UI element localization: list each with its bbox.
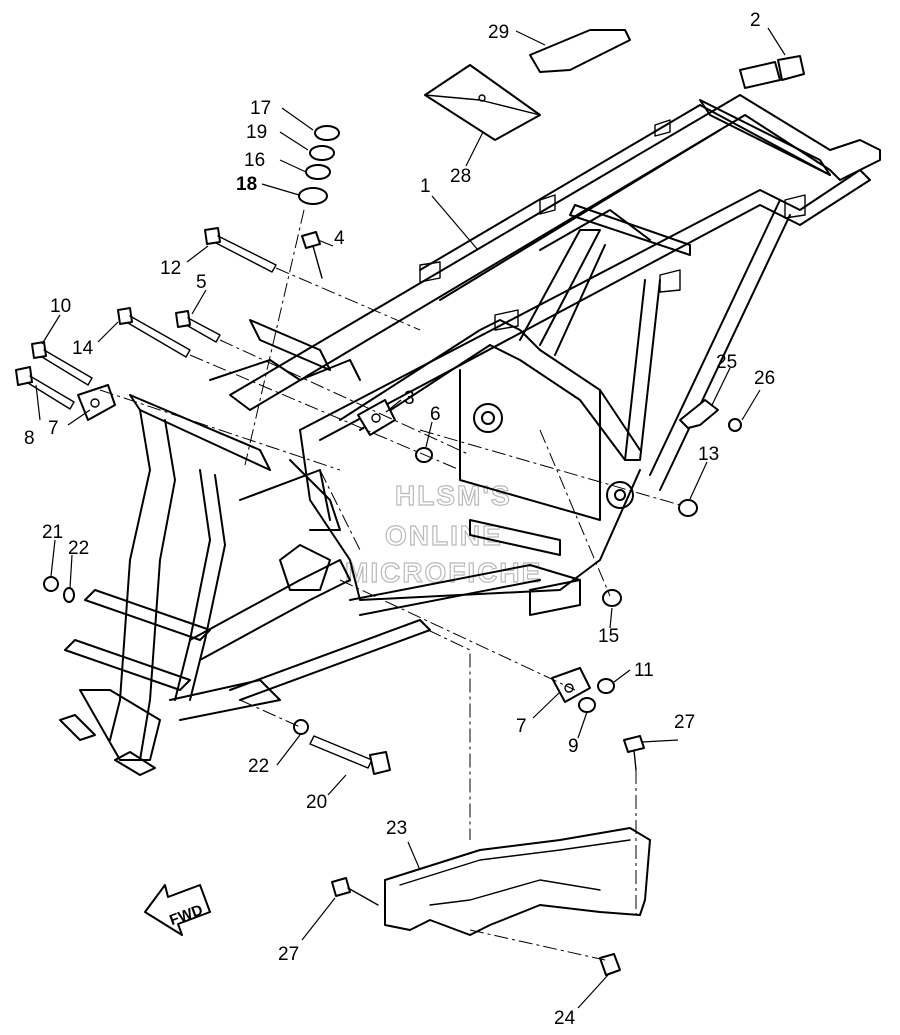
leader-lines (35, 27, 786, 1009)
part-3-plate (357, 399, 396, 436)
part-27-bolt-right (623, 735, 645, 753)
hardware-parts (15, 29, 805, 976)
part-8-bolt (15, 366, 33, 386)
callout-17: 17 (250, 98, 271, 119)
callout-7-right: 7 (516, 716, 527, 737)
callout-21: 21 (42, 522, 63, 543)
callout-20: 20 (306, 792, 327, 813)
part-9-nut (578, 697, 596, 713)
watermark-line-2: ONLINE (385, 520, 503, 551)
callout-22-lower: 22 (248, 756, 269, 777)
callout-29: 29 (488, 22, 509, 43)
callout-2: 2 (750, 10, 761, 31)
callout-4: 4 (334, 228, 345, 249)
part-26-bolt (728, 418, 742, 432)
callout-8: 8 (24, 428, 35, 449)
part-17-bushing (314, 125, 340, 141)
part-15-nut (602, 589, 622, 607)
part-16-bushing (305, 164, 331, 180)
callout-23: 23 (386, 818, 407, 839)
part-5-bolt (175, 310, 191, 328)
watermark: HLSM'S ONLINE MICROFICHE (344, 479, 542, 588)
part-29-tool (529, 29, 631, 73)
callout-5: 5 (196, 272, 207, 293)
callout-16: 16 (244, 150, 265, 171)
callout-15: 15 (598, 626, 619, 647)
watermark-line-3: MICROFICHE (345, 557, 542, 588)
part-20-bolt (309, 735, 373, 769)
part-2-cap (777, 55, 805, 81)
callout-9: 9 (568, 736, 579, 757)
callout-28: 28 (450, 166, 471, 187)
part-14-bolt (117, 307, 133, 325)
callout-12: 12 (160, 258, 181, 279)
callout-3: 3 (404, 388, 415, 409)
centerlines (99, 209, 681, 961)
part-11-nut (597, 678, 615, 694)
callout-10: 10 (50, 296, 71, 317)
callout-19: 19 (246, 122, 267, 143)
callout-7-left: 7 (48, 418, 59, 439)
callout-27-left: 27 (278, 944, 299, 965)
part-22-washer-left (63, 587, 75, 603)
callout-25: 25 (716, 352, 737, 373)
callout-14: 14 (72, 338, 94, 359)
forward-direction-marker: FWD (144, 884, 211, 936)
part-23-guard (384, 827, 651, 936)
part-25-bracket (679, 399, 719, 429)
forward-arrow-icon (144, 884, 211, 936)
callout-1: 1 (420, 176, 431, 197)
callout-6: 6 (430, 404, 441, 425)
part-19-washer (309, 145, 335, 161)
part-24-clip (599, 953, 621, 976)
part-22-washer-lower (293, 719, 309, 735)
part-21-nut (43, 576, 59, 592)
part-13-nut (678, 499, 698, 517)
callout-18: 18 (236, 174, 257, 195)
part-4-bolt (301, 231, 321, 249)
frame-assembly (59, 61, 881, 776)
part-28-tool-bag (424, 64, 541, 141)
part-10-bolt (31, 341, 47, 359)
callout-22-left: 22 (68, 538, 89, 559)
callouts: 1 2 3 4 5 6 7 7 8 9 10 11 12 13 14 15 16… (24, 10, 775, 1029)
callout-26: 26 (754, 368, 775, 389)
part-12-bolt (204, 227, 221, 245)
part-27-bolt-left (331, 877, 351, 897)
callout-13: 13 (698, 444, 719, 465)
callout-24: 24 (554, 1008, 576, 1029)
part-18-collar (298, 187, 328, 205)
callout-27-right: 27 (674, 712, 695, 733)
watermark-line-1: HLSM'S (395, 480, 512, 511)
callout-11: 11 (634, 660, 654, 681)
